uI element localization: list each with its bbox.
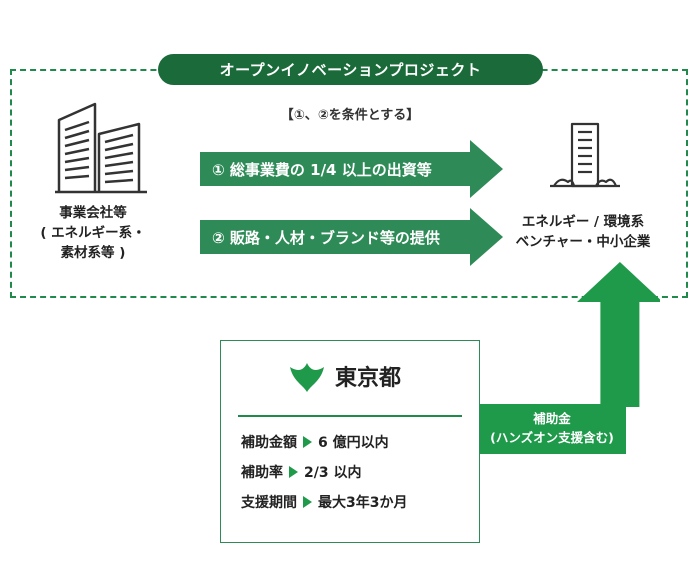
- left-entity-line: 事業会社等: [59, 205, 127, 221]
- tokyo-emblem-icon: [290, 363, 324, 392]
- term-key: 支援期間: [241, 495, 297, 511]
- term-key: 補助金額: [241, 435, 297, 451]
- project-title: オープンイノベーションプロジェクト: [158, 54, 543, 85]
- left-entity-line: 素材系等 ): [60, 245, 126, 261]
- investment-arrow: ① 総事業費の 1/4 以上の出資等: [200, 140, 503, 198]
- term-row: 支援期間 最大3年3か月: [241, 492, 407, 512]
- triangle-right-icon: [289, 466, 298, 478]
- tokyo-divider: [238, 415, 462, 417]
- right-entity-line: エネルギー / 環境系: [521, 214, 645, 230]
- term-key: 補助率: [241, 465, 283, 481]
- left-entity-label: 事業会社等 ( エネルギー系・ 素材系等 ): [18, 203, 168, 263]
- startup-building-icon: [550, 122, 620, 188]
- support-arrow-label: ② 販路・人材・ブランド等の提供: [212, 229, 440, 247]
- investment-arrow-label: ① 総事業費の 1/4 以上の出資等: [212, 161, 432, 179]
- term-value: 6 億円以内: [318, 435, 389, 451]
- term-row: 補助金額 6 億円以内: [241, 432, 389, 452]
- triangle-right-icon: [303, 496, 312, 508]
- left-entity-line: ( エネルギー系・: [40, 225, 146, 241]
- subsidy-label: 補助金 (ハンズオン支援含む): [478, 409, 626, 447]
- term-value: 最大3年3か月: [318, 495, 408, 511]
- support-arrow: ② 販路・人材・ブランド等の提供: [200, 208, 503, 266]
- subsidy-up-arrow: [577, 262, 660, 407]
- term-value: 2/3 以内: [304, 465, 362, 481]
- right-entity-label: エネルギー / 環境系 ベンチャー・中小企業: [498, 212, 668, 252]
- triangle-right-icon: [303, 436, 312, 448]
- tokyo-name: 東京都: [335, 366, 402, 391]
- subsidy-title: 補助金: [533, 411, 571, 426]
- subsidy-note: (ハンズオン支援含む): [490, 430, 614, 445]
- condition-text: 【①、②を条件とする】: [280, 108, 420, 123]
- right-entity-line: ベンチャー・中小企業: [515, 234, 651, 250]
- tokyo-box: [220, 340, 480, 543]
- term-row: 補助率 2/3 以内: [241, 462, 361, 482]
- subsidy-block: [478, 404, 626, 454]
- office-buildings-icon: [55, 102, 147, 194]
